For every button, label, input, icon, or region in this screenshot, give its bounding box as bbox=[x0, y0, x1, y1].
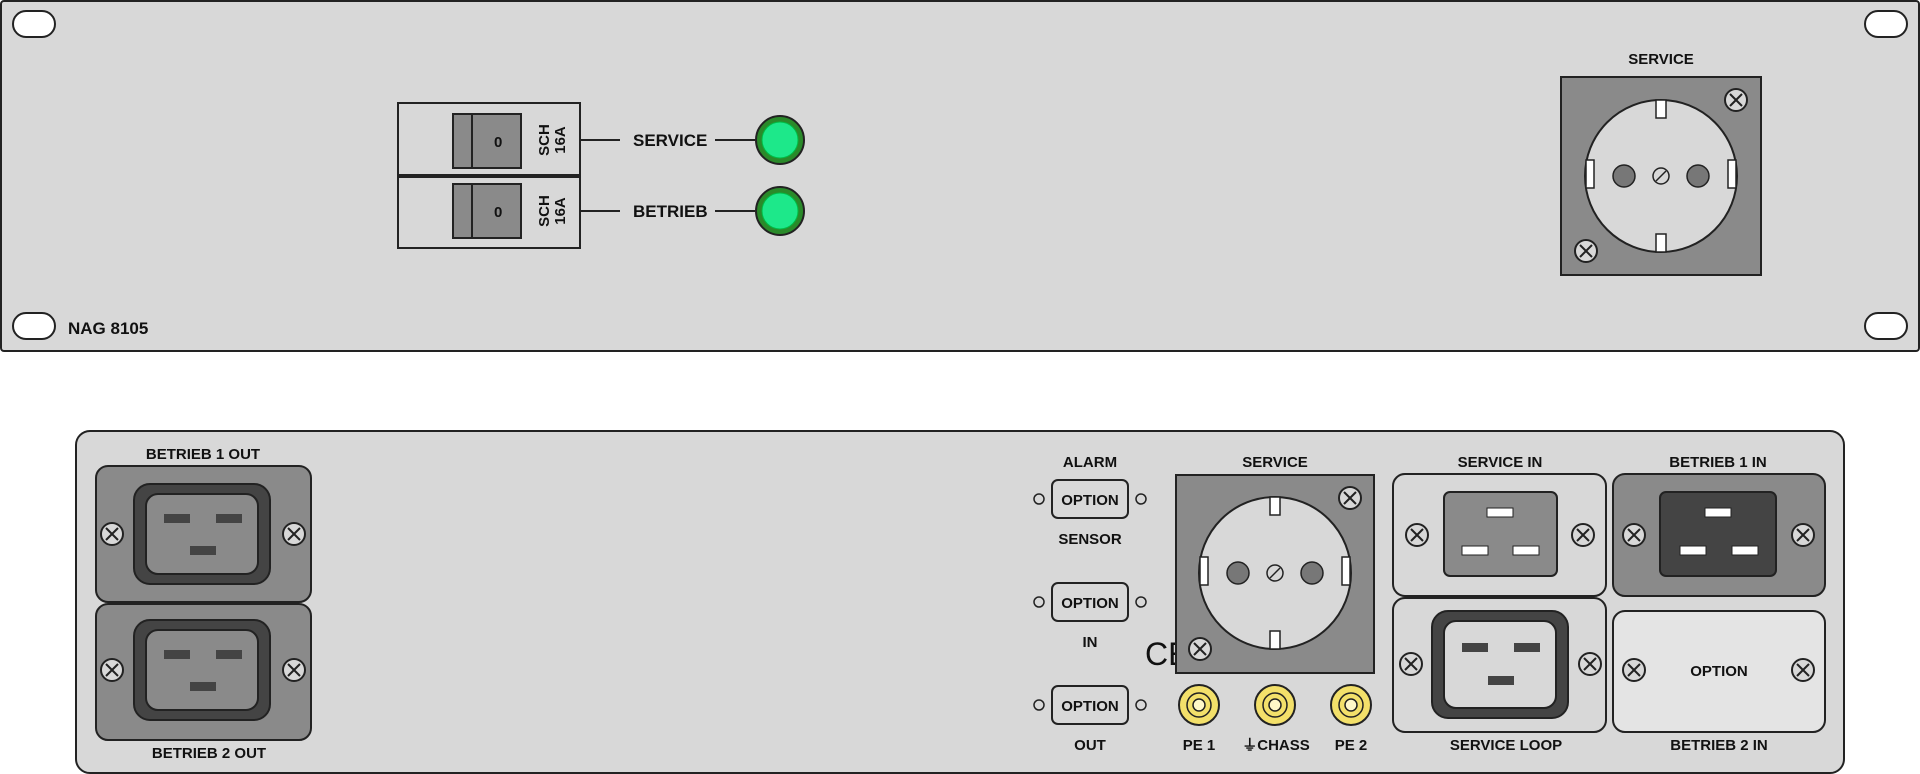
screw-icon bbox=[1791, 523, 1815, 547]
service-in-label: SERVICE IN bbox=[1458, 454, 1543, 471]
breaker-rating-label: SCH bbox=[536, 124, 553, 156]
breaker-position-label: 0 bbox=[494, 204, 502, 221]
option-button-out[interactable]: OPTION bbox=[1033, 685, 1147, 725]
breaker-label-betrieb: BETRIEB bbox=[633, 202, 708, 221]
breaker-toggle[interactable] bbox=[452, 113, 522, 169]
rear-panel: BETRIEB 1 OUT BETRIEB 2 OUT ALARM bbox=[75, 430, 1845, 774]
betrieb1-in-connector[interactable] bbox=[1612, 473, 1826, 597]
option-button-alarm[interactable]: OPTION bbox=[1033, 479, 1147, 519]
screw-icon bbox=[100, 658, 124, 682]
mount-hole-icon bbox=[12, 312, 56, 340]
screw-icon bbox=[1724, 88, 1748, 112]
service-in-connector[interactable] bbox=[1392, 473, 1607, 597]
betrieb2-out-connector[interactable] bbox=[95, 603, 312, 741]
screw-icon bbox=[1574, 239, 1598, 263]
sensor-label: SENSOR bbox=[1058, 531, 1122, 548]
breaker-rating-label: 16A bbox=[552, 126, 569, 154]
terminal-label: ⏚CHASS bbox=[1242, 737, 1310, 754]
screw-icon bbox=[1571, 523, 1595, 547]
screw-icon bbox=[1405, 523, 1429, 547]
terminal-pe1[interactable] bbox=[1178, 684, 1220, 726]
out-label: OUT bbox=[1074, 737, 1106, 754]
mount-hole-icon bbox=[1864, 10, 1908, 38]
screw-icon bbox=[282, 522, 306, 546]
model-label: NAG 8105 bbox=[68, 319, 148, 338]
screw-icon bbox=[1399, 652, 1423, 676]
in-label: IN bbox=[1083, 634, 1098, 651]
betrieb2-out-label: BETRIEB 2 OUT bbox=[152, 745, 266, 762]
breaker-rating-label: 16A bbox=[552, 197, 569, 225]
breaker-betrieb[interactable]: 0 SCH 16A bbox=[397, 176, 581, 249]
screw-icon bbox=[1188, 637, 1212, 661]
breaker-position-label: 0 bbox=[494, 134, 502, 151]
option-blank-label: OPTION bbox=[1690, 663, 1748, 680]
screw-icon bbox=[1791, 658, 1815, 682]
betrieb2-in-label: BETRIEB 2 IN bbox=[1670, 737, 1768, 754]
mount-hole-icon bbox=[1864, 312, 1908, 340]
option-label: OPTION bbox=[1061, 698, 1119, 715]
betrieb1-in-label: BETRIEB 1 IN bbox=[1669, 454, 1767, 471]
screw-icon bbox=[1622, 658, 1646, 682]
option-blank-plate[interactable]: OPTION bbox=[1612, 610, 1826, 733]
option-label: OPTION bbox=[1061, 492, 1119, 509]
screw-icon bbox=[1578, 652, 1602, 676]
screw-icon bbox=[1622, 523, 1646, 547]
front-service-label: SERVICE bbox=[1628, 51, 1694, 68]
front-service-socket[interactable] bbox=[1560, 76, 1762, 276]
terminal-label: PE 1 bbox=[1183, 737, 1216, 754]
breaker-rating-label: SCH bbox=[536, 195, 553, 227]
option-button-in[interactable]: OPTION bbox=[1033, 582, 1147, 622]
terminal-chassis[interactable] bbox=[1254, 684, 1296, 726]
service-loop-connector[interactable] bbox=[1392, 597, 1607, 733]
rear-service-label: SERVICE bbox=[1242, 454, 1308, 471]
betrieb1-out-label: BETRIEB 1 OUT bbox=[146, 446, 260, 463]
screw-icon bbox=[1338, 486, 1362, 510]
breaker-toggle[interactable] bbox=[452, 183, 522, 239]
front-panel: NAG 8105 0 SCH 16A SERVICE 0 SCH 16A bbox=[0, 0, 1920, 352]
breaker-label-service: SERVICE bbox=[633, 131, 707, 150]
terminal-pe2[interactable] bbox=[1330, 684, 1372, 726]
screw-icon bbox=[282, 658, 306, 682]
mount-hole-icon bbox=[12, 10, 56, 38]
service-loop-label: SERVICE LOOP bbox=[1450, 737, 1562, 754]
terminal-label: PE 2 bbox=[1335, 737, 1368, 754]
option-label: OPTION bbox=[1061, 595, 1119, 612]
alarm-label: ALARM bbox=[1063, 454, 1117, 471]
rear-service-socket[interactable] bbox=[1175, 474, 1375, 674]
betrieb1-out-connector[interactable] bbox=[95, 465, 312, 603]
screw-icon bbox=[100, 522, 124, 546]
breaker-service[interactable]: 0 SCH 16A bbox=[397, 102, 581, 176]
